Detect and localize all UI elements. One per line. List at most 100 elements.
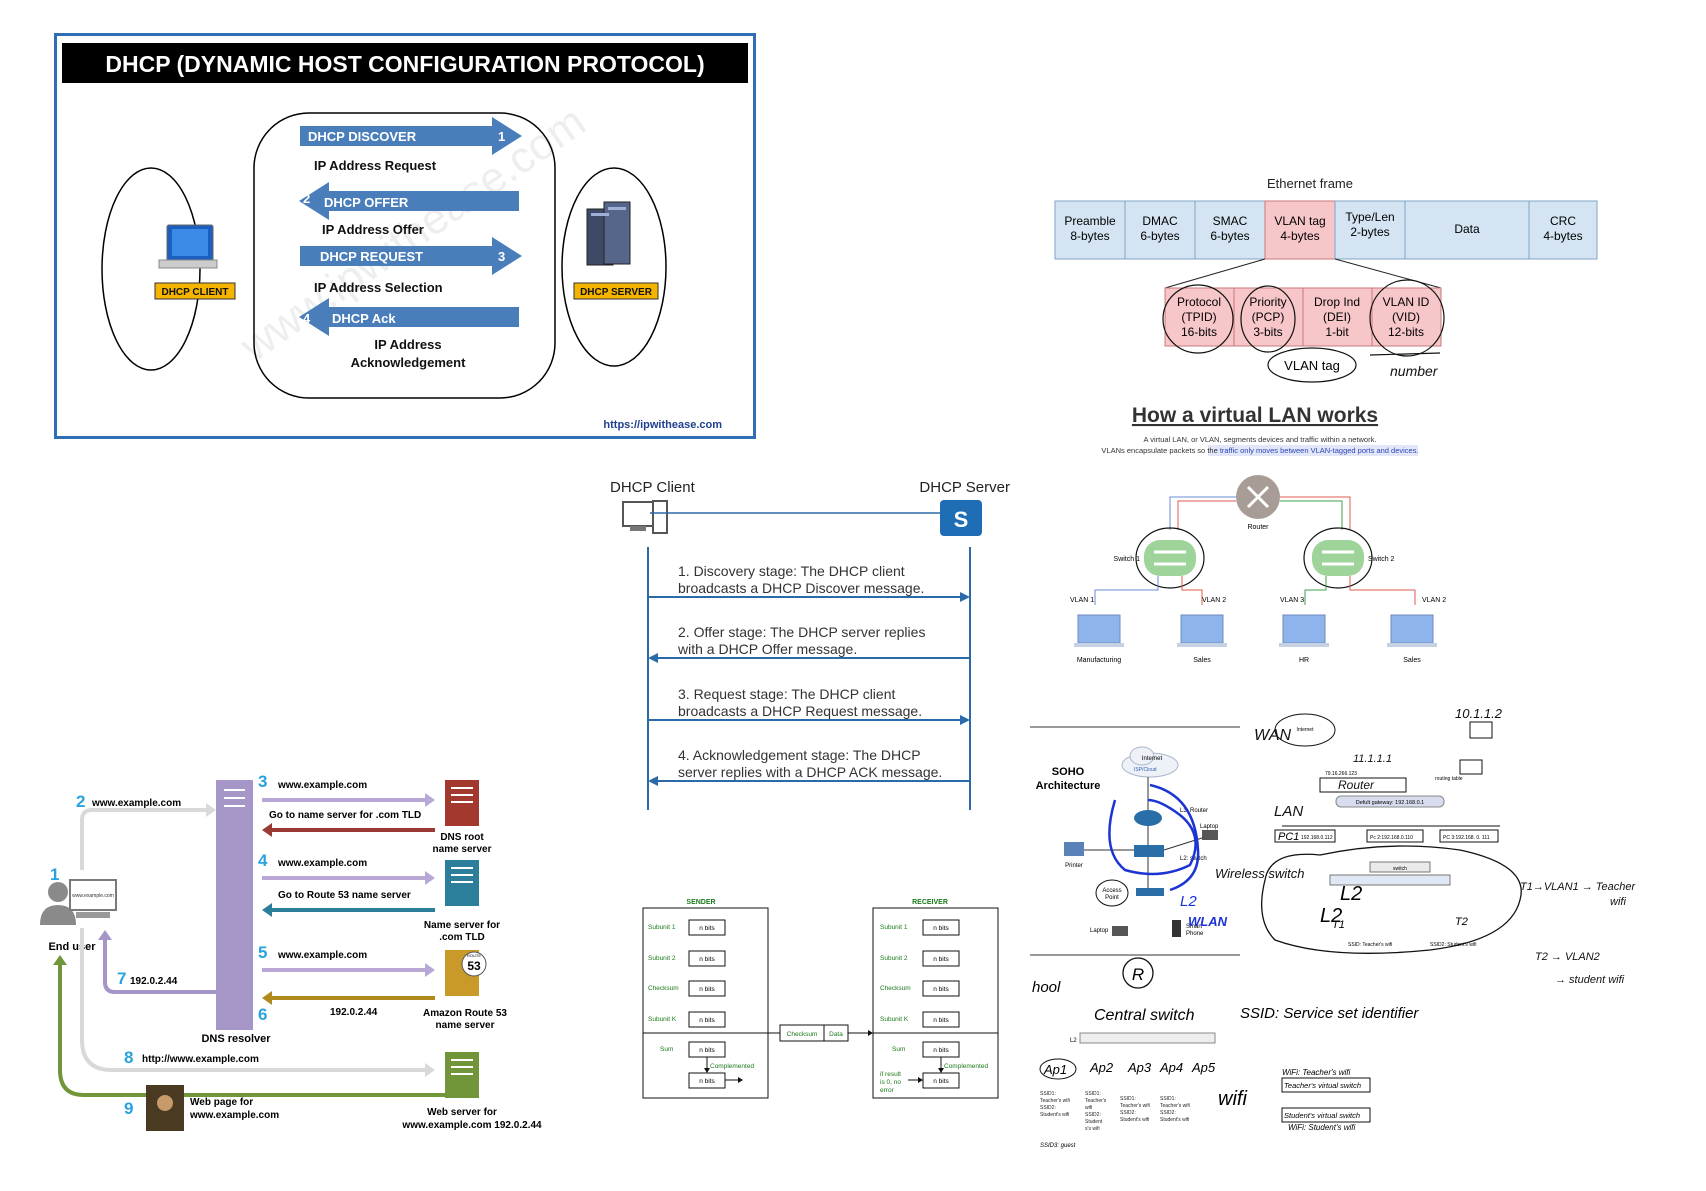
svg-text:S: S — [954, 507, 969, 532]
ssid-col-2-f: s's wifi — [1085, 1126, 1100, 1132]
hw-t1-note: T1→VLAN1 → Teacher — [1520, 881, 1636, 893]
client-computer-icon — [622, 500, 668, 534]
receiver-bits-3: n bits — [933, 986, 949, 993]
ssid-col-3-a: SSID1: — [1120, 1096, 1136, 1102]
ethernet-field-type-size: 2-bytes — [1350, 225, 1389, 239]
ssid-col-2-b: Teacher's — [1085, 1098, 1107, 1104]
hw-l2-a: L2 — [1340, 883, 1362, 905]
ethernet-field-crc: CRC — [1550, 214, 1576, 228]
soho-l3: L3: Router — [1180, 808, 1208, 814]
receiver-complement-bits: n bits — [933, 1078, 949, 1085]
hw-internet: Internet — [1297, 727, 1315, 733]
ethernet-field-preamble-size: 8-bytes — [1070, 229, 1109, 243]
step-2-line-2: with a DHCP Offer message. — [677, 641, 857, 657]
hw-ip-mid: 11.1.1.1 — [1353, 753, 1392, 765]
ssid-col-1-b: Teacher's wifi — [1040, 1098, 1070, 1104]
dns-diagram: DNS resolver www.example.com End user 1 … — [40, 772, 542, 1131]
route53-label-2: name server — [436, 1020, 495, 1031]
router-label: Router — [1247, 524, 1269, 531]
vlan-label-2: VLAN 2 — [1202, 597, 1226, 604]
dhcp-sequence-panel: DHCP Client DHCP Server S 1. Discovery s… — [605, 475, 1015, 815]
dhcp-discover-desc: IP Address Request — [314, 158, 437, 173]
hw-ap-1: Ap1 — [1043, 1062, 1067, 1077]
hw-wifi: wifi — [1218, 1088, 1247, 1110]
web-server-label-1: Web server for — [427, 1107, 497, 1118]
tag-field-vid-abbr: (VID) — [1392, 310, 1420, 324]
router-icon — [1134, 810, 1162, 826]
tag-field-vid-size: 12-bits — [1388, 325, 1424, 339]
web-page-image-icon — [146, 1085, 184, 1131]
ssid-col-4-b: Teacher's wifi — [1160, 1103, 1190, 1109]
checksum-panel: SENDER RECEIVER Subunit 1 Subunit 2 Chec… — [640, 893, 1000, 1103]
hw-ip-router: 79.16.266.123 — [1325, 771, 1357, 777]
dhcp-ack-desc: IP Address — [374, 337, 441, 352]
hw-ssid-student: SSID2: Student's wifi — [1430, 942, 1477, 948]
ethernet-field-smac: SMAC — [1213, 214, 1248, 228]
access-point-icon — [1136, 888, 1164, 896]
smartphone-icon — [1172, 920, 1181, 937]
annot-number: number — [1390, 363, 1439, 379]
sender-title: SENDER — [686, 899, 715, 906]
dns-step-3-text: www.example.com — [277, 780, 367, 791]
dns-step-7: 7 — [117, 969, 126, 988]
dhcp-overview-panel: DHCP (DYNAMIC HOST CONFIGURATION PROTOCO… — [54, 33, 756, 439]
sender-row-2: Subunit 2 — [648, 955, 676, 962]
ethernet-fields — [1054, 200, 1598, 260]
ssid-col-2-a: SSID1: — [1085, 1091, 1101, 1097]
vlan-panel: How a virtual LAN works A virtual LAN, o… — [1050, 400, 1460, 675]
dhcp-client-computer-icon — [158, 224, 218, 269]
soho-ap-2: Point — [1105, 895, 1119, 901]
dns-panel: DNS resolver www.example.com End user 1 … — [40, 760, 560, 1145]
hw-gateway: Defult gateway: 192.168.0.1 — [1356, 800, 1425, 806]
ssid-col-2-c: wifi — [1085, 1105, 1092, 1111]
dhcp-offer-label: DHCP OFFER — [324, 195, 409, 210]
ssid-col-1-c: SSID2: — [1040, 1105, 1056, 1111]
vlan-subtitle-2: VLANs encapsulate packets so the traffic… — [1101, 446, 1418, 455]
hw-ap-4: Ap4 — [1159, 1060, 1183, 1075]
end-user-icon — [40, 879, 117, 925]
soho-laptop: Laptop — [1200, 824, 1219, 830]
dns-root-label-2: name server — [433, 844, 492, 855]
vlan-title: How a virtual LAN works — [1132, 404, 1378, 427]
receiver-result-3: error — [880, 1087, 895, 1094]
ssid-col-3-c: SSID2: — [1120, 1110, 1136, 1116]
dhcp-offer-num: 2 — [303, 191, 310, 206]
soho-printer: Printer — [1065, 863, 1083, 869]
dns-step-6-text: 192.0.2.44 — [330, 1007, 378, 1018]
cloud-icon — [1121, 746, 1179, 778]
vlan-label-1: VLAN 1 — [1070, 597, 1094, 604]
laptop-icon — [1387, 614, 1437, 647]
ethernet-field-smac-size: 6-bytes — [1210, 229, 1249, 243]
vlan-diagram: How a virtual LAN works A virtual LAN, o… — [1070, 404, 1446, 664]
dns-step-2: 2 — [76, 792, 85, 811]
receiver-bits-4: n bits — [933, 1017, 949, 1024]
hw-lan: LAN — [1274, 803, 1303, 820]
dns-step-7-text: 192.0.2.44 — [130, 976, 178, 987]
hw-l2-blue: L2 — [1180, 893, 1197, 910]
dhcp-ack-desc2: Acknowledgement — [351, 355, 467, 370]
hw-hool: hool — [1032, 979, 1061, 996]
step-4-line-2: server replies with a DHCP ACK message. — [678, 764, 942, 780]
switch-1-label: Switch 1 — [1114, 556, 1141, 563]
receiver-sum-bits: n bits — [933, 1047, 949, 1054]
ssid-col-1-d: Student's wifi — [1040, 1112, 1069, 1118]
dns-step-5-text: www.example.com — [277, 950, 367, 961]
hw-pc1: PC1 — [1278, 831, 1299, 843]
laptop-icon — [1112, 926, 1128, 936]
end-user-screen-text: www.example.com — [72, 893, 114, 899]
step-3-line-1: 3. Request stage: The DHCP client — [678, 686, 895, 702]
web-server-label-2: www.example.com 192.0.2.44 — [401, 1120, 542, 1131]
ethernet-field-data: Data — [1454, 222, 1480, 236]
host-label-sales-2: Sales — [1403, 657, 1421, 664]
dhcp-client-ellipse — [101, 167, 201, 371]
dns-step-5: 5 — [258, 943, 267, 962]
laptop-icon — [1202, 830, 1218, 840]
sender-sum: Sum — [660, 1046, 673, 1053]
soho-title-1: SOHO — [1052, 766, 1085, 778]
dns-step-6: 6 — [258, 1005, 267, 1024]
hw-t1: T1 — [1332, 919, 1345, 931]
sender-sum-bits: n bits — [699, 1047, 715, 1054]
receiver-complemented: Complemented — [944, 1063, 988, 1070]
dns-step-9-text-2: www.example.com — [189, 1110, 279, 1121]
vlan-label-4: VLAN 2 — [1422, 597, 1446, 604]
